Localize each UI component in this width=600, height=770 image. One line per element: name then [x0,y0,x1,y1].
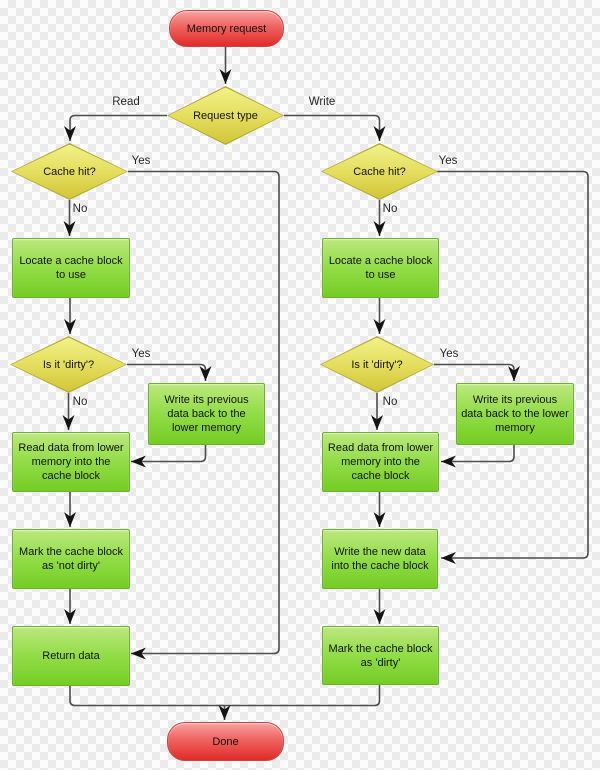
node-label: Mark the cache block as 'dirty' [328,642,433,669]
node-memory-request: Memory request [169,10,284,47]
edge-cache-hit-read-yes [128,170,280,660]
node-mark-dirty: Mark the cache block as 'dirty' [322,626,439,685]
node-label: Is it 'dirty'? [351,358,403,371]
node-locate-write: Locate a cache block to use [322,238,439,298]
node-read-data-read: Read data from lower memory into the cac… [12,432,130,492]
edge-return-to-junction [69,684,225,707]
node-write-prev-write: Write its previous data back to the lowe… [456,383,574,445]
node-locate-read: Locate a cache block to use [12,238,130,298]
node-cache-hit-write: Cache hit? [321,143,438,200]
edge-label-cache-hit-write-no: No [382,203,398,215]
node-label: Is it 'dirty'? [42,358,95,371]
node-label: Cache hit? [353,165,406,178]
node-dirty-write: Is it 'dirty'? [320,336,434,393]
node-label: Memory request [186,22,267,35]
node-label: Write its previous data back to the lowe… [164,394,249,434]
node-label: Read data from lower memory into the cac… [18,442,124,482]
edge-label-read: Read [112,96,140,108]
node-label: Request type [193,109,258,122]
edge-markdirty-to-junction [224,683,381,707]
node-dirty-read: Is it 'dirty'? [10,336,127,393]
edge-writeprev-write-to-readdata [441,443,515,468]
node-label: Read data from lower memory into the cac… [327,442,434,482]
node-return-data: Return data [12,626,130,686]
edge-dirty-read-yes [127,363,212,381]
edge-dirty-write-yes [434,363,520,381]
edge-label-write: Write [308,96,336,108]
edge-label-dirty-read-yes: Yes [131,348,151,360]
node-write-new-data: Write the new data into the cache block [322,529,438,589]
node-label: Mark the cache block as 'not dirty' [19,546,123,572]
edge-label-dirty-write-yes: Yes [439,348,459,360]
node-done: Done [167,722,284,761]
node-cache-hit-read: Cache hit? [11,143,128,200]
edge-label-cache-hit-read-no: No [72,203,88,215]
node-write-prev-read: Write its previous data back to the lowe… [148,383,265,445]
edge-cache-hit-write-yes [437,170,589,564]
node-label: Write its previous data back to the lowe… [461,394,569,434]
edge-label-cache-hit-read-yes: Yes [131,155,151,167]
node-read-data-write: Read data from lower memory into the cac… [322,432,439,492]
edge-label-dirty-read-no: No [72,396,88,408]
edge-label-dirty-write-no: No [382,396,398,408]
node-label: Locate a cache block to use [328,255,433,281]
edge-writeprev-read-to-readdata [131,443,207,468]
node-label: Locate a cache block to use [19,255,123,281]
edge-write-branch [284,114,386,141]
edge-label-cache-hit-write-yes: Yes [438,155,458,167]
node-mark-not-dirty: Mark the cache block as 'not dirty' [12,529,130,589]
node-label: Write the new data into the cache block [331,546,429,572]
node-label: Cache hit? [43,165,96,178]
node-label: Done [212,735,239,748]
node-label: Return data [42,650,100,662]
node-request-type: Request type [167,86,284,145]
edge-read-branch [64,114,167,141]
